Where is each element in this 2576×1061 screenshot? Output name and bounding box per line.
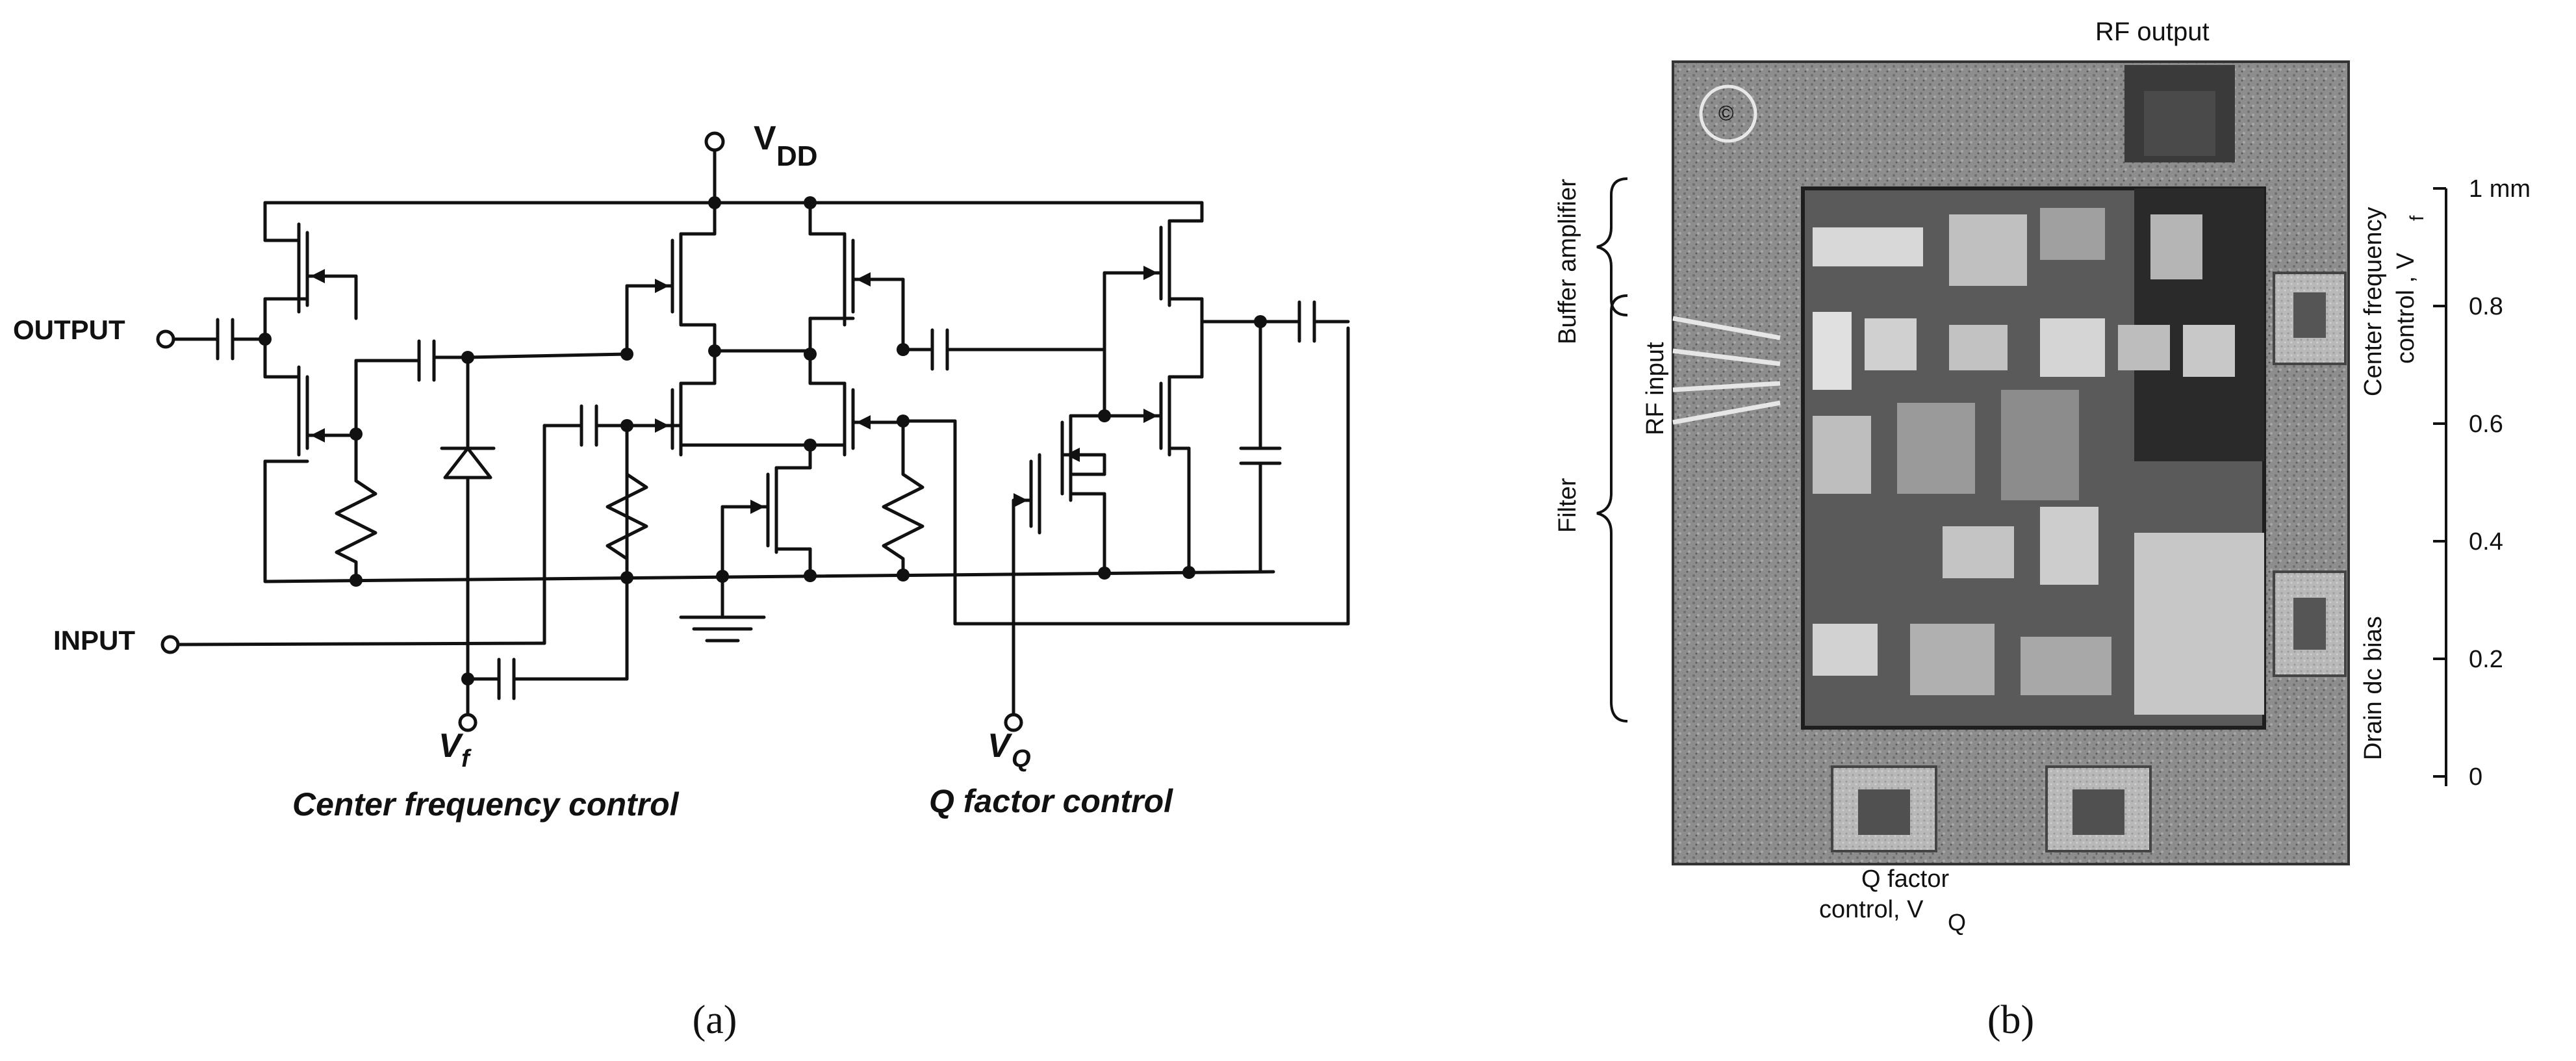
- vdd-subscript: DD: [776, 140, 818, 172]
- scale-bar: 1 mm 0.8 0.6 0.4 0.2 0: [2433, 175, 2531, 791]
- center-transistor-lower: [655, 381, 812, 457]
- q-factor-label-line1: Q factor: [1861, 865, 1949, 893]
- vf-terminal: V f: [439, 424, 629, 773]
- vf-subscript: f: [461, 745, 472, 773]
- scale-tick-label: 1 mm: [2469, 175, 2531, 203]
- q-factor-transistor: [1060, 414, 1106, 575]
- vdd-terminal: V DD: [704, 120, 818, 205]
- vq-subscript: Q: [1012, 745, 1031, 773]
- input-label: INPUT: [53, 625, 135, 656]
- vq-label: V: [988, 727, 1013, 765]
- rf-output-label: RF output: [2095, 18, 2210, 46]
- center-frequency-control-labels: Center frequency control , V f: [2360, 207, 2428, 397]
- buffer-amplifier-label: Buffer amplifier: [1554, 179, 1581, 344]
- center-transistor-upper: [625, 201, 717, 385]
- buffer-transistor-top: [263, 201, 358, 379]
- center-transistor-right-lower: [808, 381, 905, 457]
- output-label: OUTPUT: [13, 314, 125, 345]
- scale-tick-label: 0.8: [2469, 293, 2503, 320]
- resistor-left: [335, 479, 377, 582]
- svg-text:©: ©: [1718, 101, 1734, 125]
- ground-transistor-center: [721, 443, 812, 578]
- right-buffer-transistor: [1103, 219, 1204, 574]
- filter-label: Filter: [1554, 478, 1581, 533]
- ground-symbol: [679, 580, 766, 643]
- resistor-mid-right: [882, 419, 925, 577]
- q-factor-label-line2: control, V: [1819, 896, 1924, 923]
- input-terminal: INPUT: [53, 424, 583, 656]
- q-factor-control-label: Q factor control: [929, 783, 1173, 819]
- center-frequency-control-label: Center frequency control: [292, 786, 680, 823]
- buffer-amplifier-brace: Buffer amplifier: [1554, 177, 1628, 344]
- scale-tick-label: 0.4: [2469, 528, 2503, 556]
- caption-b: (b): [1987, 998, 2034, 1042]
- scale-tick-label: 0: [2469, 763, 2482, 791]
- scale-tick-label: 0.6: [2469, 411, 2503, 438]
- scale-tick-label: 0.2: [2469, 646, 2503, 673]
- ground-rail: [263, 570, 1275, 583]
- shunt-capacitor: [1239, 320, 1282, 574]
- caption-a: (a): [693, 998, 737, 1042]
- chip-micrograph: ©: [1672, 60, 2350, 865]
- rf-input-label: RF input: [1642, 342, 1669, 435]
- output-terminal: OUTPUT: [13, 314, 268, 361]
- center-freq-label-line1: Center frequency: [2360, 207, 2387, 397]
- q-factor-subscript: Q: [1948, 909, 1966, 936]
- circuit-schematic: V DD OUTPUT: [13, 120, 1350, 823]
- buffer-transistor-bottom: [263, 365, 358, 582]
- q-factor-control-labels: Q factor control, V Q: [1819, 865, 1966, 936]
- resistor-mid-left: [606, 424, 648, 580]
- center-freq-subscript: f: [2406, 215, 2428, 221]
- varactor-diode: [440, 355, 496, 681]
- center-freq-label-line2: control , V: [2392, 252, 2419, 364]
- center-transistor-right-upper: [808, 201, 905, 385]
- drain-bias-label: Drain dc bias: [2360, 616, 2387, 760]
- filter-brace: Filter: [1554, 294, 1628, 722]
- vdd-label: V: [754, 120, 776, 157]
- q-factor-lower-transistor: [1012, 453, 1106, 717]
- vf-label: V: [439, 727, 464, 765]
- vq-terminal: V Q: [988, 713, 1031, 773]
- chip-logo: ©: [1699, 84, 1757, 143]
